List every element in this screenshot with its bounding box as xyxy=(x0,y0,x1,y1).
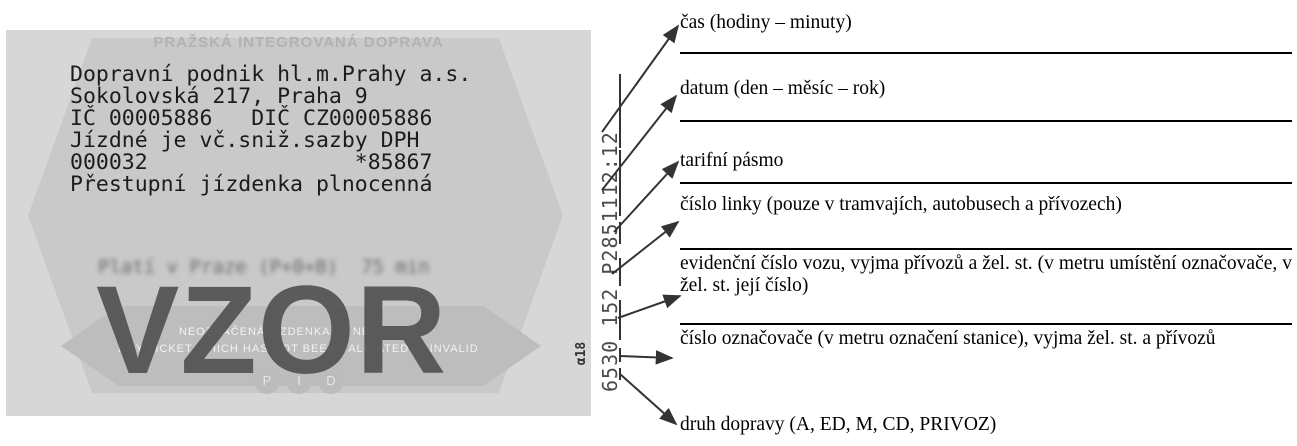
label-vehicle-number: evidenční číslo vozu, vyjma přívozů a že… xyxy=(680,253,1292,296)
separator-2 xyxy=(680,120,1292,122)
arrow-transport xyxy=(619,373,678,426)
ticket-line-company: Dopravní podnik hl.m.Prahy a.s. xyxy=(70,62,472,87)
ticket-line-serial: 000032 *85867 xyxy=(70,150,433,175)
ticket-line-vat: Jízdné je vč.sniž.sazby DPH xyxy=(70,128,420,153)
ticket-line-type: Přestupní jízdenka plnocenná xyxy=(70,172,433,197)
ticket-circle-d: D xyxy=(318,368,344,394)
arrow-vehicle xyxy=(617,294,682,319)
label-date: datum (den – měsíc – rok) xyxy=(680,78,886,99)
arrow-line xyxy=(611,220,680,275)
label-zone: tarifní pásmo xyxy=(680,150,784,171)
vzor-watermark: VZOR xyxy=(96,261,448,400)
ticket-invalid-notice-en: ANY TICKET WHICH HAS NOT BEEN VALIDATED … xyxy=(118,343,479,355)
separator-4 xyxy=(680,248,1292,250)
separator-1 xyxy=(680,52,1292,54)
ticket-header: PRAŽSKÁ INTEGROVANÁ DOPRAVA xyxy=(153,34,444,51)
ticket-blurred-validity: Platí v Praze (P+0+B) 75 min xyxy=(98,256,430,278)
separator-5 xyxy=(680,323,1292,325)
label-time: čas (hodiny – minuty) xyxy=(680,12,852,33)
arrow-date xyxy=(601,94,678,191)
ticket-image: PRAŽSKÁ INTEGROVANÁ DOPRAVA Dopravní pod… xyxy=(6,30,591,416)
ticket-line-address: Sokolovská 217, Praha 9 xyxy=(70,84,368,109)
ticket-invalid-notice-cz: NEOZNAČENÁ JÍZDENKA JE NEPLATNÁ xyxy=(178,326,419,338)
label-transport-type: druh dopravy (A, ED, M, CD, PRIVOZ) xyxy=(680,414,997,435)
label-line-number: číslo linky (pouze v tramvajích, autobus… xyxy=(680,194,1122,215)
label-validator-number: číslo označovače (v metru označení stani… xyxy=(680,328,1216,349)
ticket-line-ids: IČ 00005886 DIČ CZ00005886 xyxy=(70,106,433,131)
ticket-circle-p: P xyxy=(254,368,280,394)
arrow-zone xyxy=(613,160,680,233)
arrow-time xyxy=(601,24,680,133)
arrow-validator xyxy=(619,350,674,365)
separator-3 xyxy=(680,182,1292,184)
ticket-circle-i: I xyxy=(286,368,312,394)
